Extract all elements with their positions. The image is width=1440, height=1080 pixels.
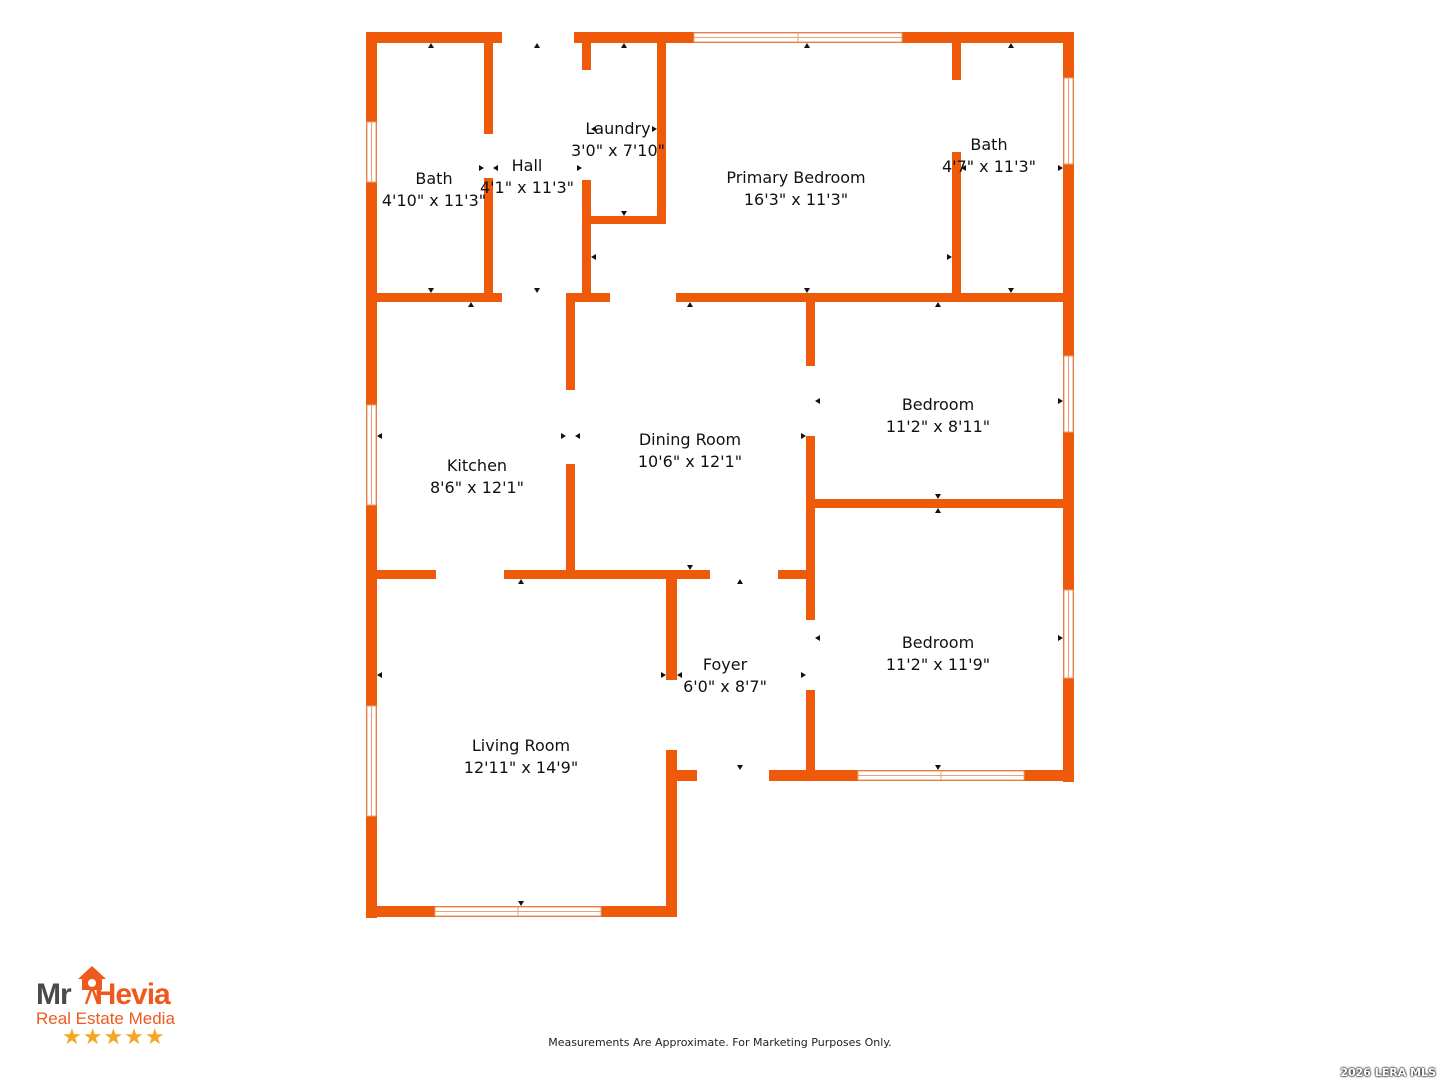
logo-subtitle: Real Estate Media	[36, 1009, 175, 1028]
door-primary-bath	[952, 80, 961, 152]
door-hall-top	[502, 32, 574, 43]
wall-laundry-bottom	[583, 216, 665, 224]
wall-dining-bedroom	[806, 293, 815, 781]
wall-bedrooms	[808, 499, 1074, 508]
room-dimensions: 4'1" x 11'3"	[480, 178, 574, 197]
door-primary-bottom	[610, 293, 676, 302]
door-kitchen-living	[436, 570, 504, 579]
door-foyer-entry	[697, 770, 769, 781]
room-dimensions: 10'6" x 12'1"	[638, 452, 742, 471]
logo-stars: ★★★★★	[62, 1025, 166, 1050]
room-dimensions: 8'6" x 12'1"	[430, 478, 524, 497]
dimension-markers	[377, 43, 1063, 906]
wall-laundry-primary	[657, 32, 666, 224]
logo-brand-left: Mr	[36, 978, 72, 1011]
room-dimensions: 3'0" x 7'10"	[571, 141, 665, 160]
disclaimer: Measurements Are Approximate. For Market…	[548, 1036, 892, 1049]
room-dimensions: 4'7" x 11'3"	[942, 157, 1036, 176]
openings	[436, 32, 961, 781]
room-labels: Bath 4'10" x 11'3" Hall 4'1" x 11'3" Lau…	[382, 119, 1036, 777]
room-name: Bath	[415, 169, 452, 188]
door-foyer-living	[666, 680, 677, 750]
door-hall-laundry	[582, 70, 591, 180]
logo-house-icon	[78, 966, 106, 1005]
wall-primary-bath	[952, 32, 961, 302]
room-name: Laundry	[585, 119, 650, 138]
room-name: Living Room	[472, 736, 570, 755]
room-name: Dining Room	[639, 430, 741, 449]
room-dimensions: 11'2" x 8'11"	[886, 417, 990, 436]
door-bath-hall	[484, 134, 493, 178]
windows	[366, 32, 1074, 917]
room-dimensions: 11'2" x 11'9"	[886, 655, 990, 674]
room-name: Hall	[512, 156, 543, 175]
room-name: Bath	[970, 135, 1007, 154]
logo-brand: Mr Hevia	[36, 978, 171, 1012]
copyright: 2026 LERA MLS	[1340, 1066, 1436, 1079]
room-name: Bedroom	[902, 395, 974, 414]
door-dining-foyer	[710, 570, 778, 579]
room-dimensions: 4'10" x 11'3"	[382, 191, 486, 210]
wall-mid-lower	[366, 570, 811, 579]
room-name: Kitchen	[447, 456, 507, 475]
door-kitchen-dining	[566, 390, 575, 464]
room-dimensions: 16'3" x 11'3"	[744, 190, 848, 209]
logo-brand-right: Hevia	[94, 978, 171, 1011]
door-dining-bedroom	[806, 366, 815, 436]
room-dimensions: 6'0" x 8'7"	[683, 677, 767, 696]
door-foyer-bedroom	[806, 620, 815, 690]
room-name: Primary Bedroom	[726, 168, 865, 187]
room-name: Foyer	[703, 655, 748, 674]
room-dimensions: 12'11" x 14'9"	[464, 758, 578, 777]
room-name: Bedroom	[902, 633, 974, 652]
door-hall-bottom	[502, 293, 566, 302]
wall-mid-upper	[366, 293, 1074, 302]
